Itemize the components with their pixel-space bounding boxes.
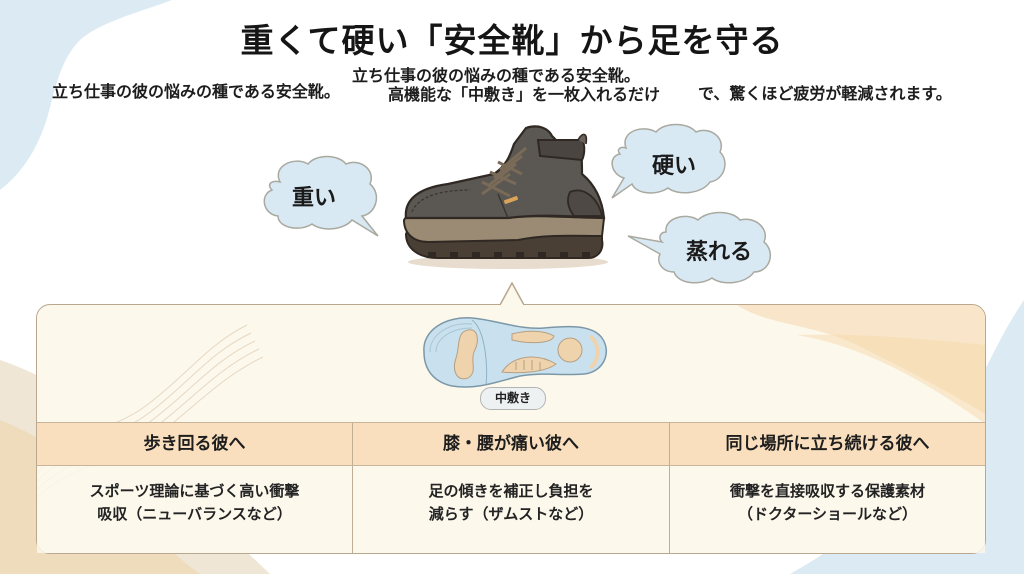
bubble-label: 硬い xyxy=(651,154,696,179)
table-header-standing: 同じ場所に立ち続ける彼へ xyxy=(669,423,985,465)
cell-line: 吸収（ニューバランスなど） xyxy=(97,505,292,523)
safety-boot-icon xyxy=(402,125,608,269)
cloud-bubble-icon xyxy=(263,155,379,237)
cell-line: 衝撃を直接吸収する保護素材 xyxy=(729,482,925,500)
subtitle-middle: 立ち仕事の彼の悩みの種である安全靴。 高機能な「中敷き」を一枚入れるだけ xyxy=(352,66,660,104)
subtitle-right: で、驚くほど疲労が軽減されます。 xyxy=(698,84,952,103)
table-header-walking: 歩き回る彼へ xyxy=(143,434,246,454)
cloud-bubble-icon xyxy=(611,123,726,199)
insole-icon xyxy=(423,317,607,388)
recommendation-table: 歩き回る彼へ 膝・腰が痛い彼へ 同じ場所に立ち続ける彼へ スポーツ理論に基づく高… xyxy=(37,422,985,553)
table-header-knee-back: 膝・腰が痛い彼へ xyxy=(352,423,669,465)
table-cell-standing: 衝撃を直接吸収する保護素材 （ドクターショールなど） xyxy=(669,466,985,553)
cell-line: スポーツ理論に基づく高い衝撃 xyxy=(89,482,300,500)
subtitle-middle-line1: 立ち仕事の彼の悩みの種である安全靴。 xyxy=(352,66,640,85)
speech-bubble-stuffy: 蒸れる xyxy=(626,210,776,290)
subtitle-left: 立ち仕事の彼の悩みの種である安全靴。 xyxy=(52,82,340,101)
speech-bubble-hard: 硬い xyxy=(606,122,730,208)
table-cell-knee-back: 足の傾きを補正し負担を 減らす（ザムストなど） xyxy=(352,466,669,553)
cell-line: （ドクターショールなど） xyxy=(737,505,918,523)
table-row: スポーツ理論に基づく高い衝撃 吸収（ニューバランスなど） 足の傾きを補正し負担を… xyxy=(37,466,985,553)
page-title: 重くて硬い「安全靴」から足を守る xyxy=(240,21,784,60)
bubble-label: 蒸れる xyxy=(685,240,752,265)
cell-line: 足の傾きを補正し負担を xyxy=(428,482,594,500)
table-header-row: 歩き回る彼へ 膝・腰が痛い彼へ 同じ場所に立ち続ける彼へ xyxy=(37,423,985,466)
table-cell-walking: スポーツ理論に基づく高い衝撃 吸収（ニューバランスなど） xyxy=(37,466,352,553)
speech-bubble-heavy: 重い xyxy=(258,152,382,242)
insole-label: 中敷き xyxy=(480,387,546,410)
cell-line: 減らす（ザムストなど） xyxy=(428,505,594,523)
cloud-bubble-icon xyxy=(627,211,772,284)
panel-pointer-icon xyxy=(500,282,524,306)
subtitle-middle-line2: 高機能な「中敷き」を一枚入れるだけ xyxy=(388,85,661,104)
bubble-label: 重い xyxy=(291,186,336,211)
